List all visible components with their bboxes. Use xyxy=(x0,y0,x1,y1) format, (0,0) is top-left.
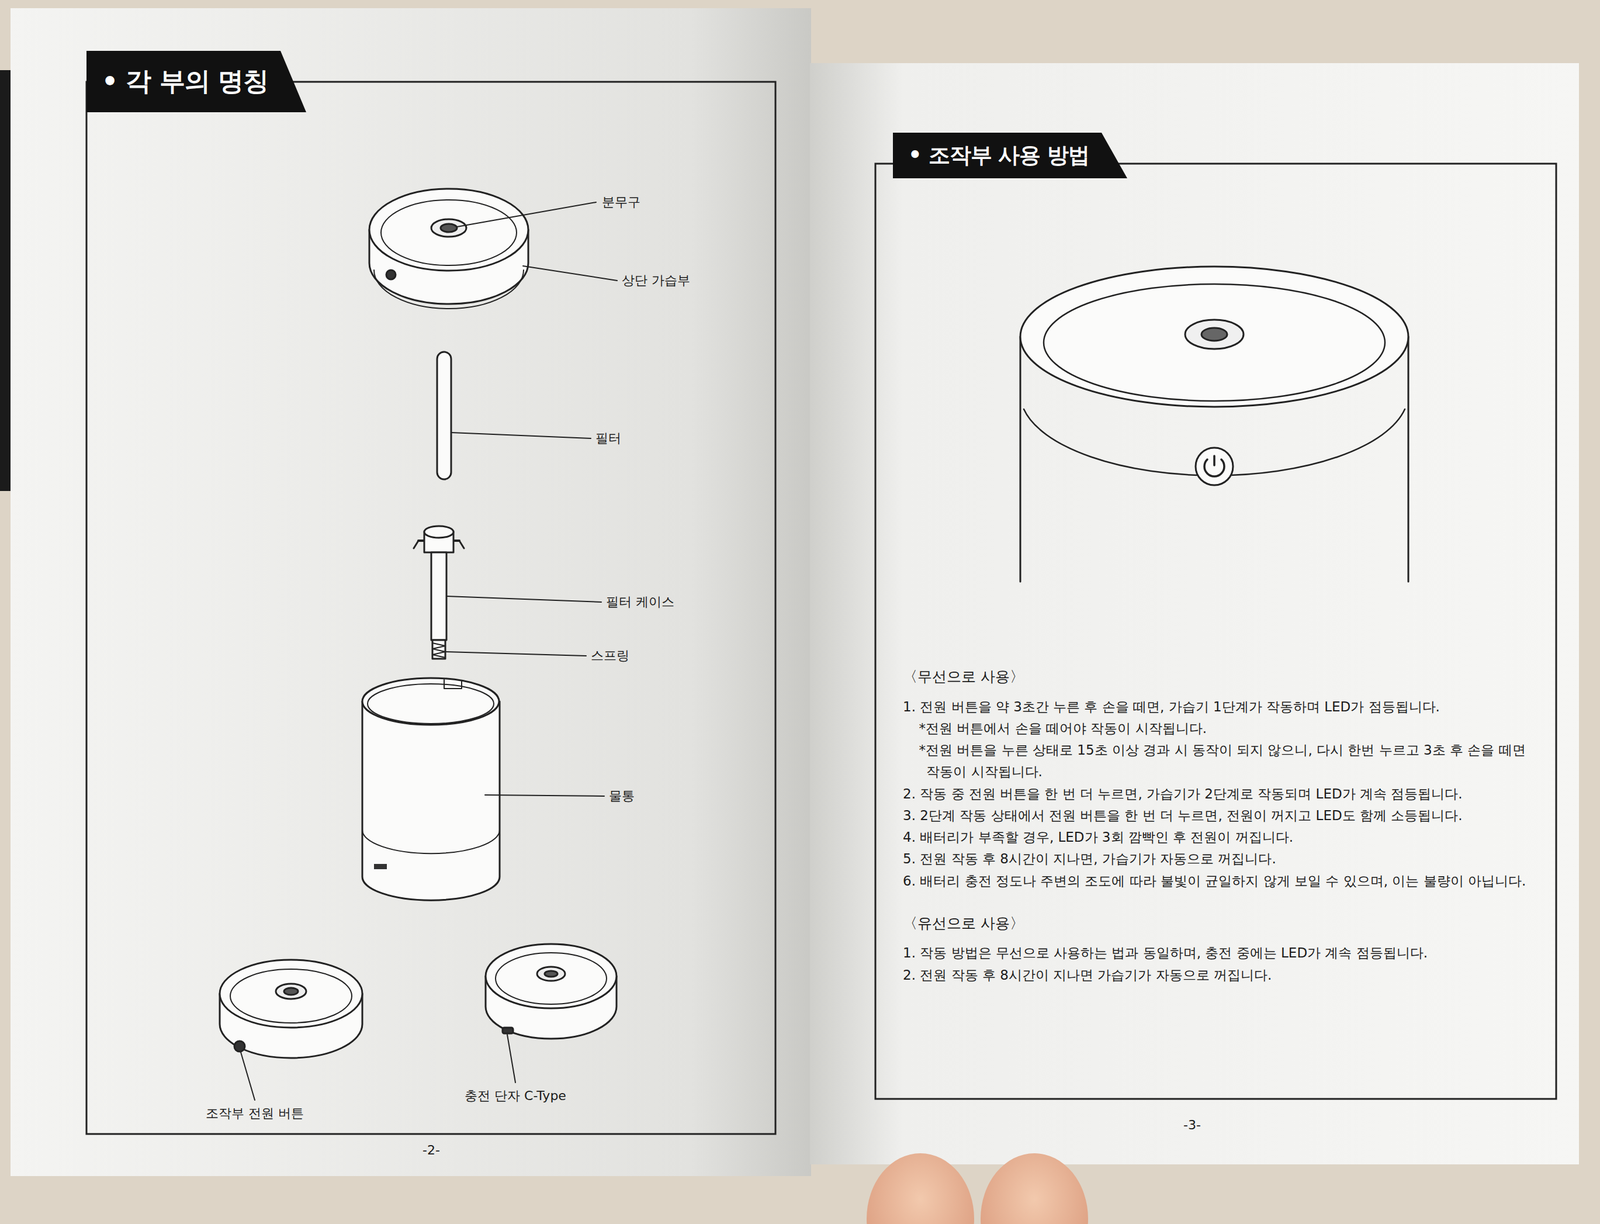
page-number: -2- xyxy=(422,1142,441,1158)
charging-head-drawing xyxy=(485,943,617,1039)
instruction-line: 2. 전원 작동 후 8시간이 지나면 가습기가 자동으로 꺼집니다. xyxy=(902,964,1540,986)
part-name: 조작부 전원 버튼 xyxy=(205,1104,304,1122)
part-name: 필터 케이스 xyxy=(605,593,675,611)
filter-drawing xyxy=(437,351,452,480)
instruction-text: 〈무선으로 사용〉 1. 전원 버튼을 약 3초간 누른 후 손을 떼면, 가습기… xyxy=(902,665,1540,986)
part-name: 물통 xyxy=(608,787,635,805)
instruction-line: *전원 버튼을 누른 상태로 15초 이상 경과 시 동작이 되지 않으니, 다… xyxy=(902,739,1540,784)
instruction-line: 4. 배터리가 부족할 경우, LED가 3회 깜빡인 후 전원이 꺼집니다. xyxy=(902,826,1540,848)
part-name: 필터 xyxy=(595,429,622,448)
humidifier-top-drawing xyxy=(1020,266,1409,582)
instruction-line: 6. 배터리 충전 정도나 주변의 조도에 따라 불빛이 균일하지 않게 보일 … xyxy=(902,870,1540,892)
section-subheading: 〈무선으로 사용〉 xyxy=(902,665,1540,689)
header-text: • 각 부의 명칭 xyxy=(101,64,269,99)
section-header: • 조작부 사용 방법 xyxy=(892,132,1128,179)
instruction-line: 1. 작동 방법은 무선으로 사용하는 법과 동일하며, 충전 중에는 LED가… xyxy=(902,942,1540,964)
filter-case-drawing xyxy=(413,525,464,659)
header-text: • 조작부 사용 방법 xyxy=(908,140,1090,171)
instruction-line: 3. 2단계 작동 상태에서 전원 버튼을 한 번 더 누르면, 전원이 꺼지고… xyxy=(902,804,1540,827)
instruction-line: 2. 작동 중 전원 버튼을 한 번 더 누르면, 가습기가 2단계로 작동되며… xyxy=(902,783,1540,805)
part-name: 충전 단자 C-Type xyxy=(464,1086,567,1105)
instruction-line: 5. 전원 작동 후 8시간이 지나면, 가습기가 자동으로 꺼집니다. xyxy=(902,847,1540,870)
left-page xyxy=(10,8,812,1176)
thumb xyxy=(980,1152,1089,1224)
page-frame xyxy=(86,81,776,1134)
page-number: -3- xyxy=(1183,1117,1201,1132)
right-page xyxy=(809,63,1579,1165)
leader-lines xyxy=(240,202,618,1100)
section-subheading: 〈유선으로 사용〉 xyxy=(902,911,1540,936)
thumb xyxy=(866,1152,975,1224)
part-name: 분무구 xyxy=(601,193,641,211)
control-head-drawing xyxy=(219,959,363,1058)
instruction-line: *전원 버튼에서 손을 떼어야 작동이 시작됩니다. xyxy=(902,717,1540,740)
page-frame xyxy=(875,163,1557,1099)
instruction-line: 1. 전원 버튼을 약 3초간 누른 후 손을 떼면, 가습기 1단계가 작동하… xyxy=(902,695,1540,718)
part-name: 상단 가습부 xyxy=(621,271,691,290)
section-header: • 각 부의 명칭 xyxy=(86,50,307,113)
top-head-drawing xyxy=(369,188,529,309)
part-name: 스프링 xyxy=(590,646,630,665)
water-tank-drawing xyxy=(362,677,500,900)
